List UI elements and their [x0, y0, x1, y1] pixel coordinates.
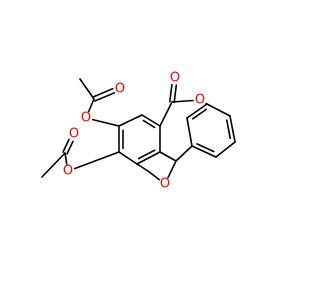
bond-line — [206, 103, 231, 117]
double-bond-line — [173, 84, 178, 104]
bond-line — [87, 98, 95, 113]
double-bond-line — [169, 83, 173, 103]
aromatic-inner-bond-line — [226, 119, 231, 140]
atom-label-o-ester-bottom: O — [63, 164, 73, 179]
aromatic-inner-bond-line — [196, 143, 215, 153]
atom-label-o-carbonyl-bottom: O — [69, 127, 79, 142]
aromatic-inner-bond-line — [192, 108, 207, 120]
atom-label-layer: O O O O O O O — [63, 71, 205, 192]
atom-label-o-ester-top: O — [81, 111, 91, 126]
bond-line — [205, 102, 208, 105]
bond-line — [171, 99, 194, 103]
bond-line — [64, 152, 68, 165]
double-bond-line — [62, 138, 70, 153]
bond-layer — [41, 78, 236, 181]
double-bond-line — [92, 87, 114, 98]
bond-line — [186, 103, 208, 119]
bond-line — [147, 170, 161, 181]
atom-label-o-lactone-carbonyl: O — [170, 71, 180, 86]
aromatic-inner-bond-line — [138, 149, 156, 160]
bond-line — [215, 141, 236, 158]
bond-line — [229, 115, 236, 143]
bond-line — [136, 163, 149, 172]
bond-line — [73, 151, 120, 170]
double-bond-line — [66, 140, 74, 155]
bond-line — [159, 101, 173, 127]
bond-line — [167, 160, 177, 179]
bond-line — [118, 151, 138, 165]
bond-line — [141, 114, 161, 127]
bond-line — [41, 152, 66, 178]
atom-label-o-lactone-ring: O — [195, 93, 205, 108]
bond-line — [79, 78, 95, 100]
atom-label-o-furan-ring: O — [160, 177, 170, 192]
bond-line — [191, 145, 217, 158]
atom-label-o-carbonyl-top: O — [115, 82, 125, 97]
bond-line — [92, 118, 120, 127]
molecule-structure-diagram: O O O O O O O — [41, 71, 236, 192]
aromatic-inner-bond-line — [142, 119, 156, 129]
bond-line — [175, 145, 193, 162]
bond-line — [159, 151, 177, 162]
bond-line — [186, 117, 193, 147]
bond-line — [136, 151, 161, 165]
bond-line — [118, 114, 143, 127]
double-bond-line — [94, 92, 116, 102]
